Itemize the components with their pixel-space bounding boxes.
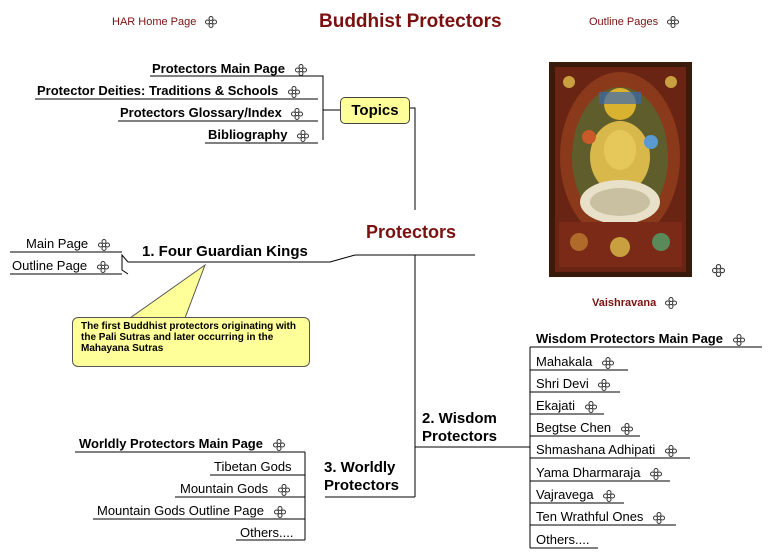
link-icon[interactable]	[653, 511, 666, 524]
link-icon[interactable]	[664, 444, 677, 457]
link-icon[interactable]	[294, 63, 307, 76]
outline-pages-link-text[interactable]: Outline Pages	[589, 16, 659, 28]
wisdom-item-shri-devi[interactable]: Shri Devi	[536, 376, 611, 391]
wisdom-item-others[interactable]: Others....	[536, 532, 590, 547]
worldly-item-mountain-gods-outline[interactable]: Mountain Gods Outline Page	[97, 503, 286, 518]
wisdom-item-mahakala[interactable]: Mahakala	[536, 354, 614, 369]
central-node: Protectors	[366, 222, 457, 242]
wisdom-item-label[interactable]: Mahakala	[536, 354, 593, 369]
link-icon[interactable]	[297, 129, 310, 142]
link-icon[interactable]	[620, 422, 633, 435]
wisdom-item-label[interactable]: Ten Wrathful Ones	[536, 509, 644, 524]
wisdom-item-label[interactable]: Yama Dharmaraja	[536, 465, 641, 480]
worldly-item-mountain-gods[interactable]: Mountain Gods	[180, 481, 290, 496]
wisdom-item-shmashana-adhipati[interactable]: Shmashana Adhipati	[536, 442, 677, 457]
wisdom-item-vajravega[interactable]: Vajravega	[536, 487, 616, 502]
link-icon[interactable]	[650, 467, 663, 480]
guardian-kings-node: 1. Four Guardian Kings	[142, 243, 308, 260]
topic-item-protectors-main[interactable]: Protectors Main Page	[152, 61, 307, 76]
wisdom-label-line2: Protectors	[422, 428, 498, 445]
link-icon[interactable]	[584, 400, 597, 413]
link-icon[interactable]	[96, 260, 109, 273]
wisdom-item-main-page[interactable]: Wisdom Protectors Main Page	[536, 331, 745, 346]
wisdom-item-label[interactable]: Vajravega	[536, 487, 594, 502]
link-icon[interactable]	[205, 16, 218, 29]
worldly-item-label[interactable]: Mountain Gods	[180, 481, 269, 496]
guardian-item-label[interactable]: Main Page	[26, 236, 89, 251]
guardian-kings-note: The first Buddhist protectors originatin…	[72, 317, 310, 367]
worldly-item-label[interactable]: Mountain Gods Outline Page	[97, 503, 264, 518]
vaishravana-image[interactable]	[549, 62, 692, 277]
wisdom-item-label[interactable]: Shri Devi	[536, 376, 589, 391]
link-icon[interactable]	[291, 107, 304, 120]
link-icon[interactable]	[287, 85, 300, 98]
link-icon[interactable]	[667, 16, 680, 29]
wisdom-item-label[interactable]: Shmashana Adhipati	[536, 442, 656, 457]
link-icon[interactable]	[273, 505, 286, 518]
guardian-item-label[interactable]: Outline Page	[12, 258, 88, 273]
topic-item-label[interactable]: Protectors Glossary/Index	[120, 105, 282, 120]
image-caption-text[interactable]: Vaishravana	[592, 297, 657, 309]
wisdom-item-yama-dharmaraja[interactable]: Yama Dharmaraja	[536, 465, 663, 480]
wisdom-item-begtse-chen[interactable]: Begtse Chen	[536, 420, 633, 435]
wisdom-label-line1: 2. Wisdom	[422, 410, 497, 427]
worldly-label-line1: 3. Worldly	[324, 459, 396, 476]
link-icon[interactable]	[602, 356, 614, 369]
worldly-label-line2: Protectors	[324, 477, 400, 494]
topic-item-label[interactable]: Protector Deities: Traditions & Schools	[37, 83, 279, 98]
link-icon[interactable]	[603, 489, 616, 502]
topic-item-glossary[interactable]: Protectors Glossary/Index	[120, 105, 304, 120]
wisdom-item-ekajati[interactable]: Ekajati	[536, 398, 597, 413]
image-caption[interactable]: Vaishravana	[592, 297, 678, 310]
guardian-kings-outline-page[interactable]: Outline Page	[12, 258, 109, 273]
wisdom-item-label[interactable]: Begtse Chen	[536, 420, 612, 435]
link-icon[interactable]	[272, 438, 285, 451]
topic-item-label[interactable]: Protectors Main Page	[152, 61, 285, 76]
outline-pages-link[interactable]: Outline Pages	[589, 16, 680, 29]
topics-node[interactable]: Topics	[340, 97, 410, 124]
link-icon[interactable]	[665, 297, 678, 310]
vaishravana-painting	[549, 62, 692, 277]
link-icon[interactable]	[97, 238, 110, 251]
guardian-kings-main-page[interactable]: Main Page	[26, 236, 110, 251]
har-home-link-text[interactable]: HAR Home Page	[112, 16, 197, 28]
link-icon[interactable]	[712, 264, 725, 277]
link-icon[interactable]	[732, 333, 745, 346]
worldly-protectors-node: 3. Worldly Protectors	[324, 459, 399, 495]
wisdom-protectors-node: 2. Wisdom Protectors	[422, 410, 497, 446]
worldly-item-tibetan-gods[interactable]: Tibetan Gods	[214, 459, 292, 474]
har-home-link[interactable]: HAR Home Page	[112, 16, 218, 29]
worldly-item-others[interactable]: Others....	[240, 525, 294, 540]
page-title: Buddhist Protectors	[319, 11, 502, 32]
wisdom-item-label[interactable]: Ekajati	[536, 398, 576, 413]
worldly-item-main-page[interactable]: Worldly Protectors Main Page	[79, 436, 285, 451]
link-icon[interactable]	[598, 378, 611, 391]
topic-item-traditions[interactable]: Protector Deities: Traditions & Schools	[37, 83, 300, 98]
topic-item-bibliography[interactable]: Bibliography	[208, 127, 310, 142]
topic-item-label[interactable]: Bibliography	[208, 127, 288, 142]
link-icon[interactable]	[277, 483, 290, 496]
wisdom-item-ten-wrathful-ones[interactable]: Ten Wrathful Ones	[536, 509, 666, 524]
worldly-item-label[interactable]: Worldly Protectors Main Page	[79, 436, 263, 451]
wisdom-item-label[interactable]: Wisdom Protectors Main Page	[536, 331, 723, 346]
